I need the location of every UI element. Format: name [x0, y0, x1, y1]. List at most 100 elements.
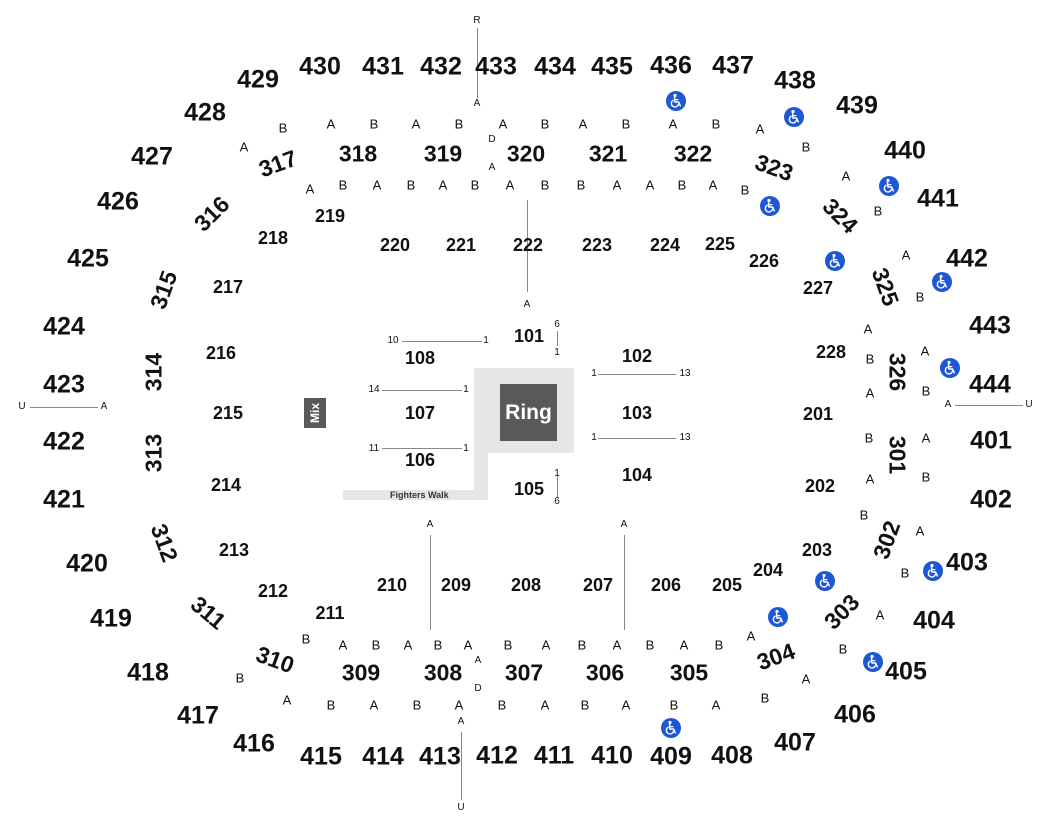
section-443[interactable]: 443 — [969, 311, 1011, 340]
section-318[interactable]: 318 — [338, 140, 378, 167]
section-404[interactable]: 404 — [913, 606, 955, 635]
section-405[interactable]: 405 — [885, 657, 927, 686]
section-306[interactable]: 306 — [585, 659, 625, 686]
section-206[interactable]: 206 — [650, 575, 682, 595]
section-406[interactable]: 406 — [834, 700, 876, 729]
section-217[interactable]: 217 — [212, 277, 244, 297]
section-304[interactable]: 304 — [753, 637, 799, 676]
section-215[interactable]: 215 — [212, 403, 244, 423]
section-301[interactable]: 301 — [884, 435, 911, 475]
section-320[interactable]: 320 — [506, 140, 546, 167]
section-214[interactable]: 214 — [210, 475, 242, 495]
section-442[interactable]: 442 — [946, 244, 988, 273]
section-425[interactable]: 425 — [67, 244, 109, 273]
section-312[interactable]: 312 — [145, 520, 184, 566]
section-308[interactable]: 308 — [423, 659, 463, 686]
section-419[interactable]: 419 — [90, 604, 132, 633]
section-421[interactable]: 421 — [43, 485, 85, 514]
section-415[interactable]: 415 — [300, 742, 342, 771]
section-204[interactable]: 204 — [752, 560, 784, 580]
section-401[interactable]: 401 — [970, 426, 1012, 455]
section-106[interactable]: 106 — [404, 450, 436, 470]
section-433[interactable]: 433 — [475, 52, 517, 81]
section-412[interactable]: 412 — [476, 741, 518, 770]
section-211[interactable]: 211 — [315, 603, 345, 623]
section-220[interactable]: 220 — [379, 235, 411, 255]
section-321[interactable]: 321 — [588, 140, 628, 167]
section-325[interactable]: 325 — [866, 264, 905, 310]
section-221[interactable]: 221 — [445, 235, 477, 255]
section-224[interactable]: 224 — [649, 235, 681, 255]
section-417[interactable]: 417 — [177, 701, 219, 730]
section-441[interactable]: 441 — [917, 184, 959, 213]
section-432[interactable]: 432 — [420, 52, 462, 81]
section-207[interactable]: 207 — [582, 575, 614, 595]
section-212[interactable]: 212 — [257, 581, 289, 601]
section-410[interactable]: 410 — [591, 741, 633, 770]
section-323[interactable]: 323 — [751, 148, 797, 187]
section-313[interactable]: 313 — [140, 433, 167, 473]
section-411[interactable]: 411 — [533, 741, 575, 770]
section-424[interactable]: 424 — [43, 312, 85, 341]
section-228[interactable]: 228 — [815, 342, 847, 362]
section-108[interactable]: 108 — [404, 348, 436, 368]
section-434[interactable]: 434 — [534, 52, 576, 81]
section-303[interactable]: 303 — [818, 588, 865, 635]
section-223[interactable]: 223 — [581, 235, 613, 255]
section-316[interactable]: 316 — [188, 190, 235, 237]
section-436[interactable]: 436 — [650, 51, 692, 80]
section-431[interactable]: 431 — [362, 52, 404, 81]
section-420[interactable]: 420 — [66, 549, 108, 578]
section-104[interactable]: 104 — [621, 465, 653, 485]
section-209[interactable]: 209 — [440, 575, 472, 595]
section-324[interactable]: 324 — [817, 192, 864, 239]
section-430[interactable]: 430 — [299, 52, 341, 81]
section-422[interactable]: 422 — [43, 427, 85, 456]
section-426[interactable]: 426 — [97, 187, 139, 216]
section-213[interactable]: 213 — [218, 540, 250, 560]
section-435[interactable]: 435 — [591, 52, 633, 81]
section-302[interactable]: 302 — [867, 517, 906, 563]
section-201[interactable]: 201 — [802, 404, 834, 424]
section-408[interactable]: 408 — [711, 741, 753, 770]
section-403[interactable]: 403 — [946, 548, 988, 577]
section-402[interactable]: 402 — [970, 485, 1012, 514]
section-307[interactable]: 307 — [504, 659, 544, 686]
section-222[interactable]: 222 — [512, 235, 544, 255]
section-101[interactable]: 101 — [513, 326, 545, 346]
section-310[interactable]: 310 — [252, 640, 298, 679]
section-414[interactable]: 414 — [362, 742, 404, 771]
section-326[interactable]: 326 — [884, 352, 911, 392]
section-409[interactable]: 409 — [650, 742, 692, 771]
section-311[interactable]: 311 — [185, 590, 231, 635]
section-210[interactable]: 210 — [376, 575, 408, 595]
section-208[interactable]: 208 — [510, 575, 542, 595]
section-416[interactable]: 416 — [233, 729, 275, 758]
section-319[interactable]: 319 — [423, 140, 463, 167]
section-439[interactable]: 439 — [836, 91, 878, 120]
section-444[interactable]: 444 — [969, 370, 1011, 399]
section-203[interactable]: 203 — [801, 540, 833, 560]
section-103[interactable]: 103 — [621, 403, 653, 423]
section-225[interactable]: 225 — [704, 234, 736, 254]
section-105[interactable]: 105 — [513, 479, 545, 499]
section-322[interactable]: 322 — [673, 140, 713, 167]
section-309[interactable]: 309 — [341, 659, 381, 686]
ring[interactable]: Ring — [500, 384, 557, 441]
section-438[interactable]: 438 — [774, 66, 816, 95]
section-315[interactable]: 315 — [144, 267, 183, 313]
section-227[interactable]: 227 — [802, 278, 834, 298]
section-427[interactable]: 427 — [131, 142, 173, 171]
section-202[interactable]: 202 — [804, 476, 836, 496]
section-429[interactable]: 429 — [237, 65, 279, 94]
section-226[interactable]: 226 — [748, 251, 780, 271]
section-102[interactable]: 102 — [621, 346, 653, 366]
section-437[interactable]: 437 — [712, 51, 754, 80]
section-440[interactable]: 440 — [884, 136, 926, 165]
section-216[interactable]: 216 — [205, 343, 237, 363]
section-219[interactable]: 219 — [314, 206, 346, 226]
section-428[interactable]: 428 — [184, 98, 226, 127]
section-305[interactable]: 305 — [669, 659, 709, 686]
section-205[interactable]: 205 — [711, 575, 743, 595]
section-407[interactable]: 407 — [774, 728, 816, 757]
